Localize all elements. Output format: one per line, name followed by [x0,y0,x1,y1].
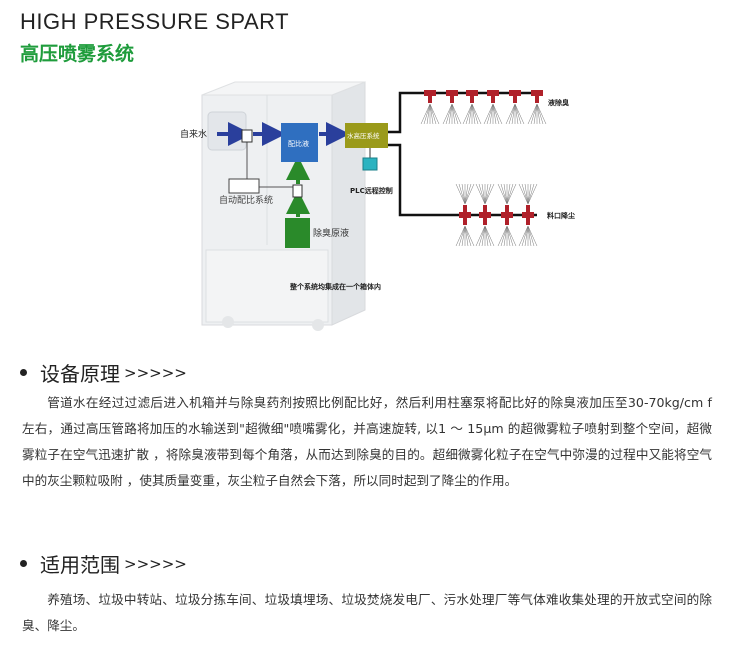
spray-nozzle-icon [475,183,495,247]
label-integrated: 整个系统均集成在一个箱体内 [289,282,381,291]
valve-icon [241,129,253,143]
spray-nozzle-icon [442,90,462,125]
spray-nozzle-icon [505,90,525,125]
label-high-pressure: 水高压系统 [347,131,380,140]
section-arrows: >>>>> [124,363,187,382]
label-dust-suppress: 料口降尘 [547,211,575,220]
bullet-icon [20,369,27,376]
spray-nozzle-icon [497,183,517,247]
section-title: 设备原理 [40,362,120,386]
cabinet-illustration [201,81,366,331]
deodorant-tank [285,218,310,248]
spray-nozzle-icon [420,90,440,125]
page-subtitle: 高压喷雾系统 [20,43,135,65]
section-principle-text: 管道水在经过过滤后进入机箱并与除臭药剂按照比例配比好，然后利用柱塞泵将配比好的除… [22,395,712,488]
plc-box [362,157,378,171]
section-arrows: >>>>> [124,554,187,573]
label-spray-deodorize: 液除臭 [548,98,569,107]
label-mix-liquid: 配比液 [288,139,309,148]
spray-nozzle-icon [462,90,482,125]
high-pressure-box [345,123,388,148]
spray-nozzle-icon [455,183,475,247]
bottom-nozzle-row [455,183,538,247]
auto-ratio-box [228,178,260,194]
bullet-icon [20,560,27,567]
spray-nozzle-icon [483,90,503,125]
top-nozzle-row [420,90,547,125]
section-scope-text: 养殖场、垃圾中转站、垃圾分拣车间、垃圾填埋场、垃圾焚烧发电厂、污水处理厂等气体难… [22,592,712,633]
label-plc: PLC远程控制 [350,186,393,195]
page-title: HIGH PRESSURE SPART [20,9,290,34]
spray-nozzle-icon [527,90,547,125]
label-auto-ratio: 自动配比系统 [219,194,273,206]
label-tap-water: 自来水 [180,128,207,140]
label-deodorant: 除臭原液 [313,227,349,239]
section-scope-heading: 适用范围 >>>>> [20,549,187,578]
valve-icon [292,184,303,198]
section-title: 适用范围 [40,553,120,577]
mix-liquid-box [281,123,318,162]
section-principle-heading: 设备原理 >>>>> [20,358,187,387]
spray-nozzle-icon [518,183,538,247]
